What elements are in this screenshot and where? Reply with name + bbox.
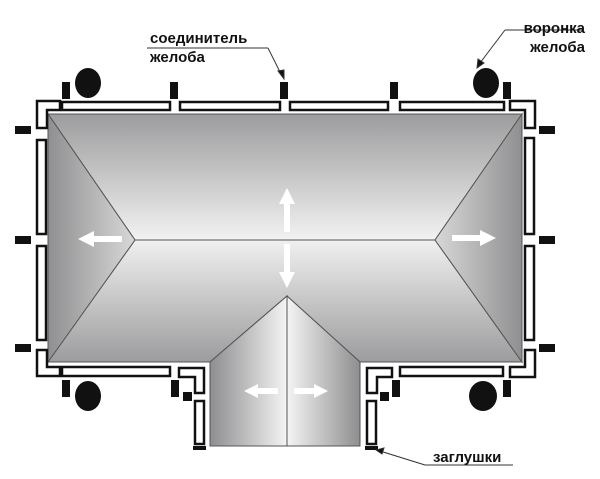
bracket (15, 344, 31, 352)
wing-slope-right (286, 294, 361, 447)
arrow-right-icon (294, 384, 328, 398)
connector-label-line2: желоба (150, 49, 205, 66)
gutter-segment (60, 100, 172, 112)
gutter-segment (35, 138, 48, 236)
bracket (171, 380, 179, 397)
bracket (539, 126, 555, 134)
funnel-label-line2: желоба (530, 39, 585, 56)
bracket (539, 344, 555, 352)
arrowhead-icon (277, 69, 285, 81)
bracket (170, 82, 178, 99)
funnel-leader (479, 29, 506, 64)
bracket (503, 82, 511, 99)
gutter-corner (35, 99, 62, 130)
gutter-corner (508, 99, 537, 130)
caps-leader (379, 450, 426, 466)
bracket (392, 380, 400, 397)
bracket (280, 82, 288, 99)
brackets (15, 82, 555, 450)
bracket (15, 126, 31, 134)
bracket (183, 392, 192, 401)
bracket (380, 392, 389, 401)
arrowhead-icon (374, 447, 385, 455)
arrow-right-icon (452, 230, 496, 246)
caps-label: заглушки (433, 449, 502, 466)
downspouts (75, 68, 499, 411)
bracket (15, 236, 31, 244)
gutter-segment (288, 100, 390, 112)
arrow-down-icon (279, 244, 295, 288)
bracket (62, 380, 70, 397)
gutter-segment (365, 399, 378, 446)
connector-label-line1: соединитель (150, 30, 248, 47)
funnel-label-line1: воронка (523, 20, 585, 37)
gutter-segment (523, 136, 536, 236)
gutter-segment (178, 100, 282, 112)
gutter-segment (193, 399, 206, 446)
end-cap (365, 446, 378, 450)
gutter-segment (523, 244, 536, 342)
flow-arrows (78, 188, 496, 398)
gutter-corner (177, 366, 206, 395)
gutter-corner (508, 348, 537, 379)
gutter-corner (35, 348, 62, 378)
arrow-left-icon (78, 231, 122, 247)
bracket (503, 380, 511, 397)
leader-lines (147, 29, 582, 466)
connector-leader (267, 47, 282, 75)
gutter-segment (60, 365, 172, 378)
bracket (390, 82, 398, 99)
gutters (35, 99, 537, 446)
downspout-funnel (75, 381, 101, 411)
bracket (62, 82, 70, 99)
gutter-segment (35, 244, 48, 342)
arrow-left-icon (244, 384, 278, 398)
gutter-corner (365, 366, 394, 395)
downspout-funnel (473, 68, 499, 98)
gutter-segment (398, 100, 506, 112)
gutter-segment (398, 365, 505, 378)
funnel-label: воронка желоба (510, 20, 585, 56)
downspout-funnel (469, 381, 497, 411)
arrowhead-icon (476, 58, 485, 70)
bracket (539, 236, 555, 244)
end-cap (193, 446, 206, 450)
arrow-up-icon (279, 188, 295, 232)
downspout-funnel (75, 68, 101, 98)
connector-label: соединитель желоба (150, 30, 247, 66)
